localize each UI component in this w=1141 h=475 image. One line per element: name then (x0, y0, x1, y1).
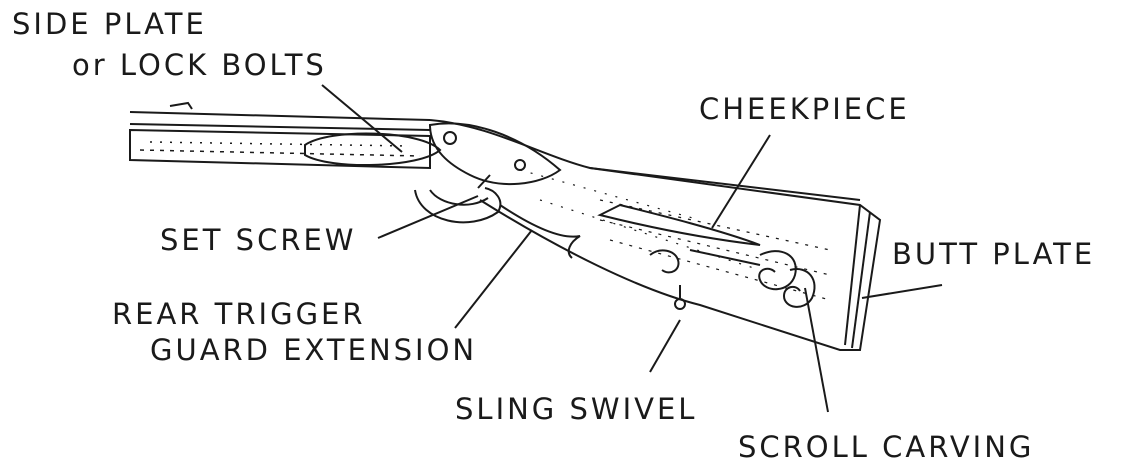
sling-swivel (675, 285, 685, 309)
label-butt-plate: BUTT PLATE (892, 240, 1095, 269)
label-set-screw: SET SCREW (160, 226, 356, 255)
label-cheekpiece: CHEEKPIECE (699, 95, 910, 124)
buttstock (430, 120, 880, 350)
leader-cheekpiece (712, 135, 770, 228)
label-side-plate: SIDE PLATE (12, 10, 207, 39)
leader-scroll-carving (805, 288, 828, 412)
forestock (130, 130, 430, 168)
label-lock-bolts: or LOCK BOLTS (72, 51, 327, 80)
label-sling-swivel: SLING SWIVEL (455, 395, 697, 424)
leader-rear-trigger (455, 230, 532, 328)
leader-butt-plate (862, 285, 942, 298)
trigger-group (415, 175, 580, 258)
label-rear-trigger: REAR TRIGGER (112, 300, 366, 329)
label-guard-extension: GUARD EXTENSION (150, 336, 477, 365)
leader-sling-swivel (650, 320, 680, 372)
barrel (130, 103, 430, 130)
leader-set-screw (378, 196, 478, 238)
carvings (600, 205, 815, 307)
label-scroll-carving: SCROLL CARVING (738, 433, 1034, 462)
